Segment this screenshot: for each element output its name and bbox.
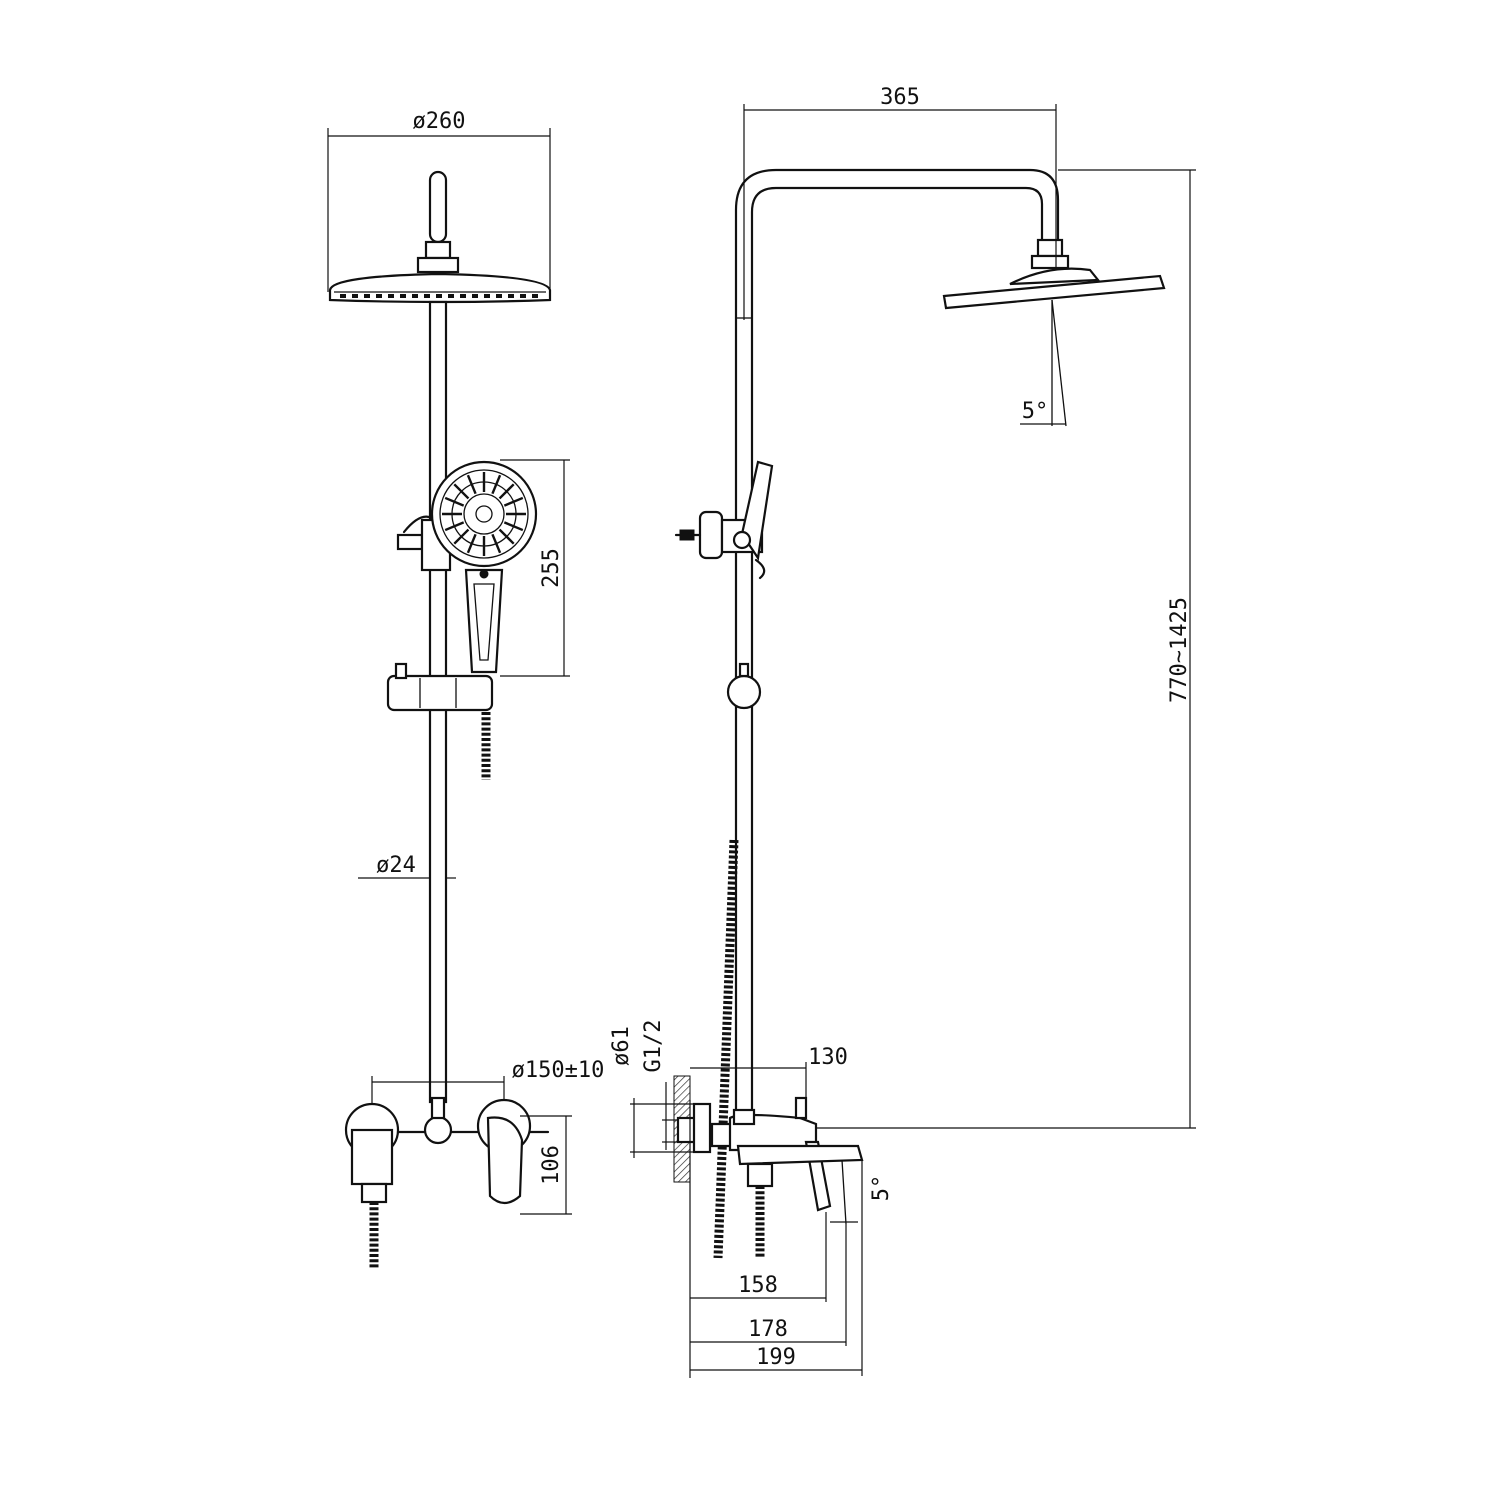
side-rain-head	[942, 274, 1166, 310]
dim-height-range: 770~1425	[1167, 597, 1192, 703]
side-head-nut	[1036, 238, 1064, 258]
handshower-spoke	[466, 474, 477, 495]
front-rain-head	[328, 272, 552, 304]
handshower-spoke	[498, 483, 515, 500]
handshower-spoke	[453, 483, 470, 500]
side-arm-inner	[750, 186, 1044, 1112]
dim-inlet-spacing: ø150±10	[512, 1058, 605, 1083]
side-diverter-tip	[679, 529, 695, 541]
front-handshower-button	[479, 569, 489, 579]
side-spout	[736, 1144, 864, 1166]
front-diverter-arm	[402, 515, 434, 534]
side-flange	[692, 1102, 712, 1154]
dim-flange-diameter: ø61	[609, 1026, 634, 1066]
dim-depth-178: 178	[748, 1317, 788, 1342]
dim-depth-158: 158	[738, 1273, 778, 1298]
side-hose-nut	[746, 1162, 774, 1188]
dim-head-diameter: ø260	[413, 109, 466, 134]
side-rain-head-top	[1009, 267, 1101, 286]
side-slider-ball	[726, 674, 762, 710]
dim-mixer-height: 106	[539, 1145, 564, 1185]
front-handshower-handle	[464, 568, 504, 674]
front-mixer-lever	[486, 1116, 524, 1205]
dim-depth-199: 199	[756, 1345, 796, 1370]
handshower-spoke	[444, 521, 465, 532]
front-handshower-ring-outer	[439, 469, 529, 559]
side-diverter-screw	[732, 530, 752, 550]
front-riser-joint	[430, 1096, 446, 1120]
side-arm-outer	[734, 168, 1060, 1112]
handshower-spoke	[503, 496, 524, 507]
dim-mixer-depth: 130	[808, 1045, 848, 1070]
side-spout-tilt	[841, 1159, 847, 1225]
handshower-spoke	[503, 521, 524, 532]
side-diverter-knob	[698, 510, 724, 560]
dim-head-tilt: 5°	[1022, 399, 1049, 424]
side-tilt-angled	[1051, 299, 1067, 427]
side-hose-long	[713, 839, 739, 1259]
side-holder-clip	[754, 558, 766, 580]
front-handshower-grip	[473, 583, 495, 661]
handshower-spoke	[466, 533, 477, 554]
front-head-stub	[428, 170, 448, 244]
side-riser-connector	[732, 1108, 756, 1126]
side-view: 5° 5°	[609, 85, 1196, 1378]
front-handshower-ring-inner	[463, 493, 505, 535]
side-mixer-cap	[794, 1096, 808, 1120]
dim-bar-diameter: ø24	[376, 853, 416, 878]
front-dimensions: ø260 255 ø24 ø150±10 106	[327, 109, 605, 1215]
dim-handshower-height: 255	[539, 548, 564, 588]
side-slider-knob	[738, 662, 750, 678]
side-head-collar	[1030, 254, 1070, 270]
handshower-spoke	[491, 474, 502, 495]
front-handshower-center	[475, 505, 493, 523]
dim-spout-tilt: 5°	[869, 1175, 894, 1202]
front-slider-holder	[386, 674, 494, 712]
front-slider-knob	[394, 662, 408, 680]
front-riser-connector	[423, 1115, 453, 1145]
front-view: ø260 255 ø24 ø150±10 106	[327, 109, 605, 1268]
front-mixer-body-left	[350, 1128, 394, 1186]
handshower-spoke	[453, 528, 470, 545]
handshower-spoke	[498, 528, 515, 545]
front-handshower-spokes	[442, 472, 526, 556]
side-handshower-holder	[740, 460, 774, 561]
front-head-collar	[416, 256, 460, 274]
handshower-spoke	[491, 533, 502, 554]
front-head-nut	[424, 240, 452, 260]
dim-thread: G1/2	[641, 1020, 666, 1073]
dim-arm-reach: 365	[880, 85, 920, 110]
side-dimensions: 365 770~1425 ø61 G1/2 130 158 178	[609, 85, 1196, 1378]
front-diverter-knob	[396, 533, 424, 551]
front-hose-nut	[360, 1182, 388, 1204]
handshower-spoke	[444, 496, 465, 507]
